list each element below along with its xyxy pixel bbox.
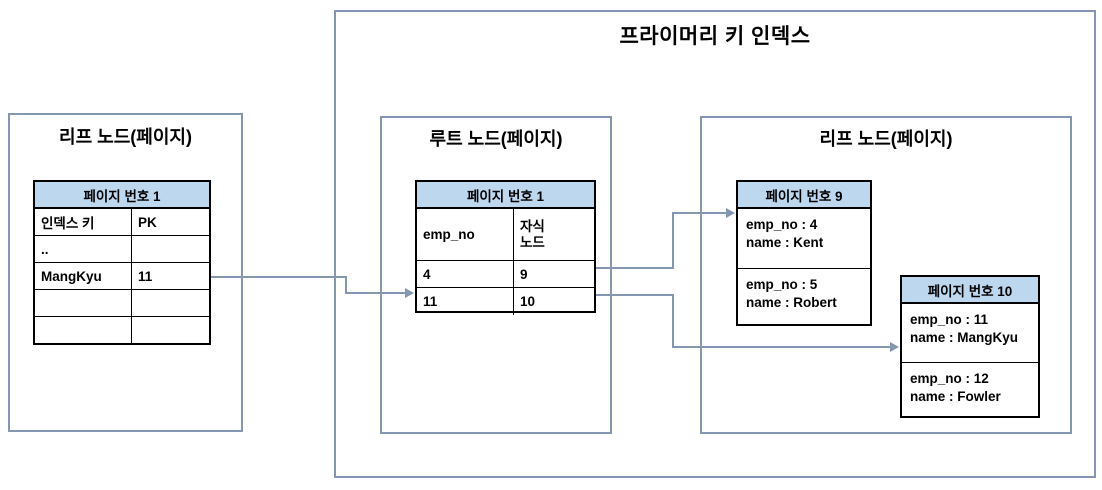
cell-index-key bbox=[35, 317, 132, 343]
child-node-line-2: 노드 bbox=[520, 234, 545, 250]
cell-index-key: .. bbox=[35, 236, 132, 262]
primary-key-index-title: 프라이머리 키 인덱스 bbox=[619, 25, 811, 48]
column-header-emp-no: emp_no bbox=[417, 209, 514, 260]
cell-pk: 11 bbox=[138, 268, 153, 284]
table-row: .. bbox=[35, 236, 209, 263]
record-name: name : MangKyu bbox=[910, 329, 1019, 345]
table-row bbox=[35, 317, 209, 343]
column-header-index-key: 인덱스 키 bbox=[35, 209, 132, 235]
secondary-leaf-node-container bbox=[8, 113, 243, 432]
secondary-index-page-header: 페이지 번호 1 bbox=[35, 182, 209, 209]
connector-secondary-to-root-segment-2 bbox=[345, 276, 347, 294]
clustered-leaf-node-title: 리프 노드(페이지) bbox=[819, 129, 953, 149]
cell-index-key bbox=[35, 290, 132, 316]
connector-root-10-segment-3 bbox=[672, 346, 891, 348]
connector-secondary-to-root-arrow-icon bbox=[405, 288, 414, 298]
root-node-container bbox=[380, 116, 612, 434]
leaf-page-10-table: 페이지 번호 10 emp_no : 11 name : MangKyu emp… bbox=[900, 275, 1040, 418]
table-header-row: emp_no 자식 노드 bbox=[417, 209, 594, 261]
leaf-page-9-header: 페이지 번호 9 bbox=[738, 182, 870, 209]
table-row bbox=[35, 290, 209, 317]
connector-root-10-arrow-icon bbox=[890, 342, 899, 352]
clustered-leaf-node-container bbox=[700, 116, 1072, 434]
root-page-table: 페이지 번호 1 emp_no 자식 노드 4 9 11 10 bbox=[415, 180, 596, 315]
column-header-child-node: 자식 노드 bbox=[514, 209, 594, 260]
cell-pk bbox=[132, 236, 209, 262]
record-emp-no: emp_no : 12 bbox=[910, 371, 989, 386]
connector-secondary-to-root-segment-1 bbox=[211, 276, 347, 278]
cell-child-node: 10 bbox=[520, 294, 536, 309]
secondary-index-page-table: 페이지 번호 1 인덱스 키 PK .. MangKyu 11 bbox=[33, 180, 211, 345]
table-header-row: 인덱스 키 PK bbox=[35, 209, 209, 236]
primary-key-index-container bbox=[334, 10, 1096, 478]
table-row: 4 9 bbox=[417, 261, 594, 288]
record-name: name : Fowler bbox=[910, 388, 1001, 404]
root-node-title: 루트 노드(페이지) bbox=[429, 129, 563, 149]
record-name: name : Robert bbox=[746, 294, 837, 310]
cell-emp-no: 11 bbox=[417, 288, 514, 315]
connector-root-9-arrow-icon bbox=[726, 208, 735, 218]
cell-child-node: 9 bbox=[520, 266, 528, 282]
connector-secondary-to-root-segment-3 bbox=[345, 292, 405, 294]
connector-root-10-segment-1 bbox=[596, 294, 674, 296]
table-row: 11 10 bbox=[417, 288, 594, 315]
leaf-page-10-header: 페이지 번호 10 bbox=[902, 277, 1038, 304]
record-row: emp_no : 11 name : MangKyu bbox=[902, 304, 1038, 363]
record-row: emp_no : 4 name : Kent bbox=[738, 209, 870, 269]
cell-pk bbox=[132, 317, 209, 343]
child-node-line-1: 자식 bbox=[520, 218, 545, 234]
record-emp-no: emp_no : 4 bbox=[746, 217, 818, 232]
record-name: name : Kent bbox=[746, 234, 824, 250]
table-row: MangKyu 11 bbox=[35, 263, 209, 290]
record-row: emp_no : 5 name : Robert bbox=[738, 269, 870, 324]
leaf-page-9-table: 페이지 번호 9 emp_no : 4 name : Kent emp_no :… bbox=[736, 180, 872, 326]
connector-root-9-segment-1 bbox=[596, 267, 674, 269]
connector-root-10-segment-2 bbox=[672, 294, 674, 348]
record-emp-no: emp_no : 5 bbox=[746, 277, 818, 292]
cell-index-key: MangKyu bbox=[35, 263, 132, 289]
secondary-leaf-node-title: 리프 노드(페이지) bbox=[59, 127, 192, 147]
record-row: emp_no : 12 name : Fowler bbox=[902, 363, 1038, 416]
record-emp-no: emp_no : 11 bbox=[910, 312, 989, 327]
cell-emp-no: 4 bbox=[417, 261, 514, 287]
cell-pk bbox=[132, 290, 209, 316]
root-page-header: 페이지 번호 1 bbox=[417, 182, 594, 209]
connector-root-9-segment-3 bbox=[672, 212, 727, 214]
connector-root-9-segment-2 bbox=[672, 212, 674, 269]
column-header-pk: PK bbox=[138, 214, 157, 230]
